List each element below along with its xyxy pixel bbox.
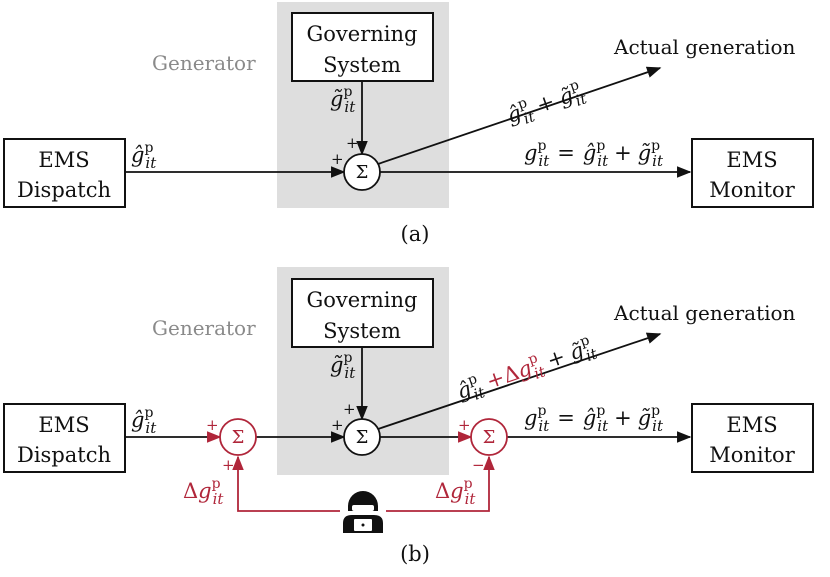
- generation-sum-b-symbol: Σ: [356, 427, 369, 448]
- generation-sum-b: [343, 418, 381, 456]
- ems-dispatch-label-line1: EMS: [38, 148, 89, 172]
- ems-monitor-b-line2: Monitor: [709, 443, 795, 467]
- ems-monitor-label-line2: Monitor: [709, 178, 795, 202]
- governing-system-label-line1: Governing: [307, 22, 418, 46]
- hacker-icon: [343, 491, 383, 533]
- gen-sum-plus-top: +: [343, 400, 356, 418]
- attack-injection-sum-symbol: Σ: [232, 427, 245, 448]
- panel-b: Generator Governing System EMS Dispatch …: [3, 267, 814, 566]
- ems-dispatch-block-b: [3, 403, 126, 473]
- ems-monitor-block: [691, 138, 814, 208]
- ems-monitor-b-line1: EMS: [726, 413, 777, 437]
- ems-monitor-label-line1: EMS: [726, 148, 777, 172]
- panel-a: Generator Governing System EMS Dispatch …: [3, 2, 814, 246]
- ems-dispatch-label-line2: Dispatch: [17, 178, 111, 202]
- attack-sum-plus-left: +: [206, 416, 219, 434]
- generator-label: Generator: [152, 51, 256, 75]
- ems-dispatch-block: [3, 138, 126, 208]
- ems-dispatch-b-line1: EMS: [38, 413, 89, 437]
- governing-system-label-line2: System: [323, 53, 401, 77]
- actual-generation-label: Actual generation: [613, 35, 796, 59]
- gen-sum-plus-left: +: [331, 416, 344, 434]
- governing-system-b-line2: System: [323, 319, 401, 343]
- actual-generation-label-b: Actual generation: [613, 301, 796, 325]
- sum-to-actual-b-arrow: [377, 332, 662, 430]
- governing-system-block: [291, 12, 434, 82]
- correction-sum-minus-bottom: −: [472, 456, 485, 474]
- actual-generation-expression-b: ĝpit+Δgpit+g̃pit: [453, 331, 601, 408]
- summing-junction: [343, 153, 381, 191]
- correction-sum-plus-left: +: [458, 416, 471, 434]
- attack-sum-plus-bottom: +: [222, 456, 235, 474]
- attack-correction-sum: [470, 418, 508, 456]
- sum-plus-left: +: [331, 150, 344, 168]
- sum-to-actual-arrow: [377, 66, 662, 165]
- ems-dispatch-b-line2: Dispatch: [17, 443, 111, 467]
- caption-a: (a): [401, 222, 430, 246]
- sum-plus-top: +: [346, 134, 359, 152]
- caption-b: (b): [400, 542, 430, 566]
- generator-label-b: Generator: [152, 316, 256, 340]
- actual-generation-expression: ĝpit+g̃pit: [503, 76, 590, 133]
- governing-system-block-b: [291, 278, 434, 348]
- ems-monitor-block-b: [691, 403, 814, 473]
- sum-symbol: Σ: [356, 162, 369, 183]
- governing-system-b-line1: Governing: [307, 288, 418, 312]
- attack-correction-path: [386, 455, 495, 512]
- attack-injection-sum: [219, 418, 257, 456]
- attack-injection-path: [232, 455, 340, 512]
- attack-correction-sum-symbol: Σ: [483, 427, 496, 448]
